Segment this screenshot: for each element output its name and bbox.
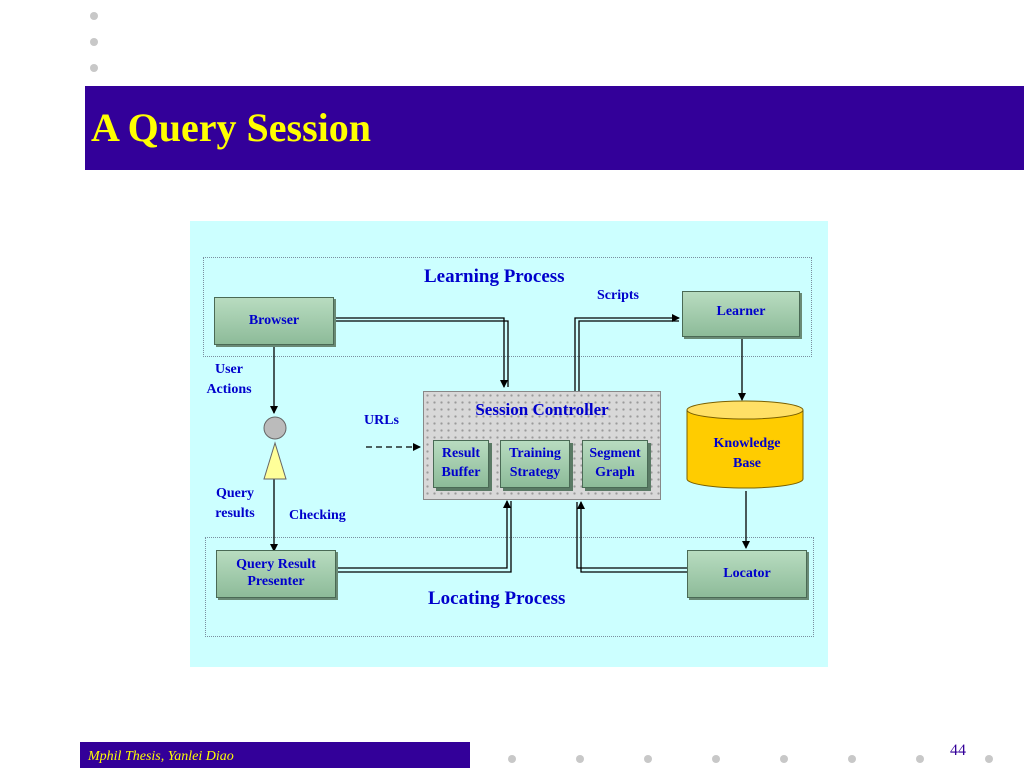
diagram-canvas: Session Controller bbox=[190, 221, 828, 667]
user-actions-label: User Actions bbox=[206, 362, 252, 398]
page-number: 44 bbox=[950, 742, 966, 759]
browser-session-link bbox=[326, 314, 508, 388]
presenter-session-link bbox=[329, 500, 511, 572]
browser-box: Browser bbox=[214, 297, 334, 345]
training-strategy-box: Training Strategy bbox=[500, 440, 570, 488]
footer-dot-decoration bbox=[985, 755, 993, 763]
user-body-icon bbox=[263, 441, 287, 480]
footer-text: Mphil Thesis, Yanlei Diao bbox=[88, 749, 234, 764]
title-bar: A Query Session bbox=[85, 86, 1024, 170]
scripts-label: Scripts bbox=[597, 288, 639, 303]
footer-dot-decoration bbox=[576, 755, 584, 763]
bullet-dot-decoration bbox=[90, 38, 98, 46]
footer-bar: Mphil Thesis, Yanlei Diao bbox=[80, 742, 470, 768]
bullet-dot-decoration bbox=[90, 12, 98, 20]
result-buffer-box: Result Buffer bbox=[433, 440, 489, 488]
query-result-presenter-box: Query Result Presenter bbox=[216, 550, 336, 598]
locator-box: Locator bbox=[687, 550, 807, 598]
locator-session-link bbox=[577, 501, 694, 576]
bullet-dot-decoration bbox=[90, 64, 98, 72]
query-results-label: Query results bbox=[215, 486, 255, 522]
session-controller-title: Session Controller bbox=[475, 400, 609, 419]
footer-dot-decoration bbox=[508, 755, 516, 763]
urls-label: URLs bbox=[364, 413, 400, 428]
checking-label: Checking bbox=[289, 508, 346, 523]
learning-process-label: Learning Process bbox=[424, 266, 565, 287]
diagram-connectors bbox=[263, 314, 804, 576]
slide-title: A Query Session bbox=[91, 105, 372, 150]
locating-process-label: Locating Process bbox=[428, 588, 566, 609]
footer-dot-decoration bbox=[780, 755, 788, 763]
scripts-link bbox=[574, 314, 680, 391]
user-head-icon bbox=[263, 416, 287, 440]
learner-box: Learner bbox=[682, 291, 800, 337]
footer-dot-decoration bbox=[712, 755, 720, 763]
segment-graph-box: Segment Graph bbox=[582, 440, 648, 488]
footer-dot-decoration bbox=[916, 755, 924, 763]
knowledge-base-label: Knowledge Base bbox=[713, 436, 781, 471]
footer-dot-decoration bbox=[644, 755, 652, 763]
knowledge-base-cylinder-icon bbox=[686, 400, 804, 489]
footer-dot-decoration bbox=[848, 755, 856, 763]
